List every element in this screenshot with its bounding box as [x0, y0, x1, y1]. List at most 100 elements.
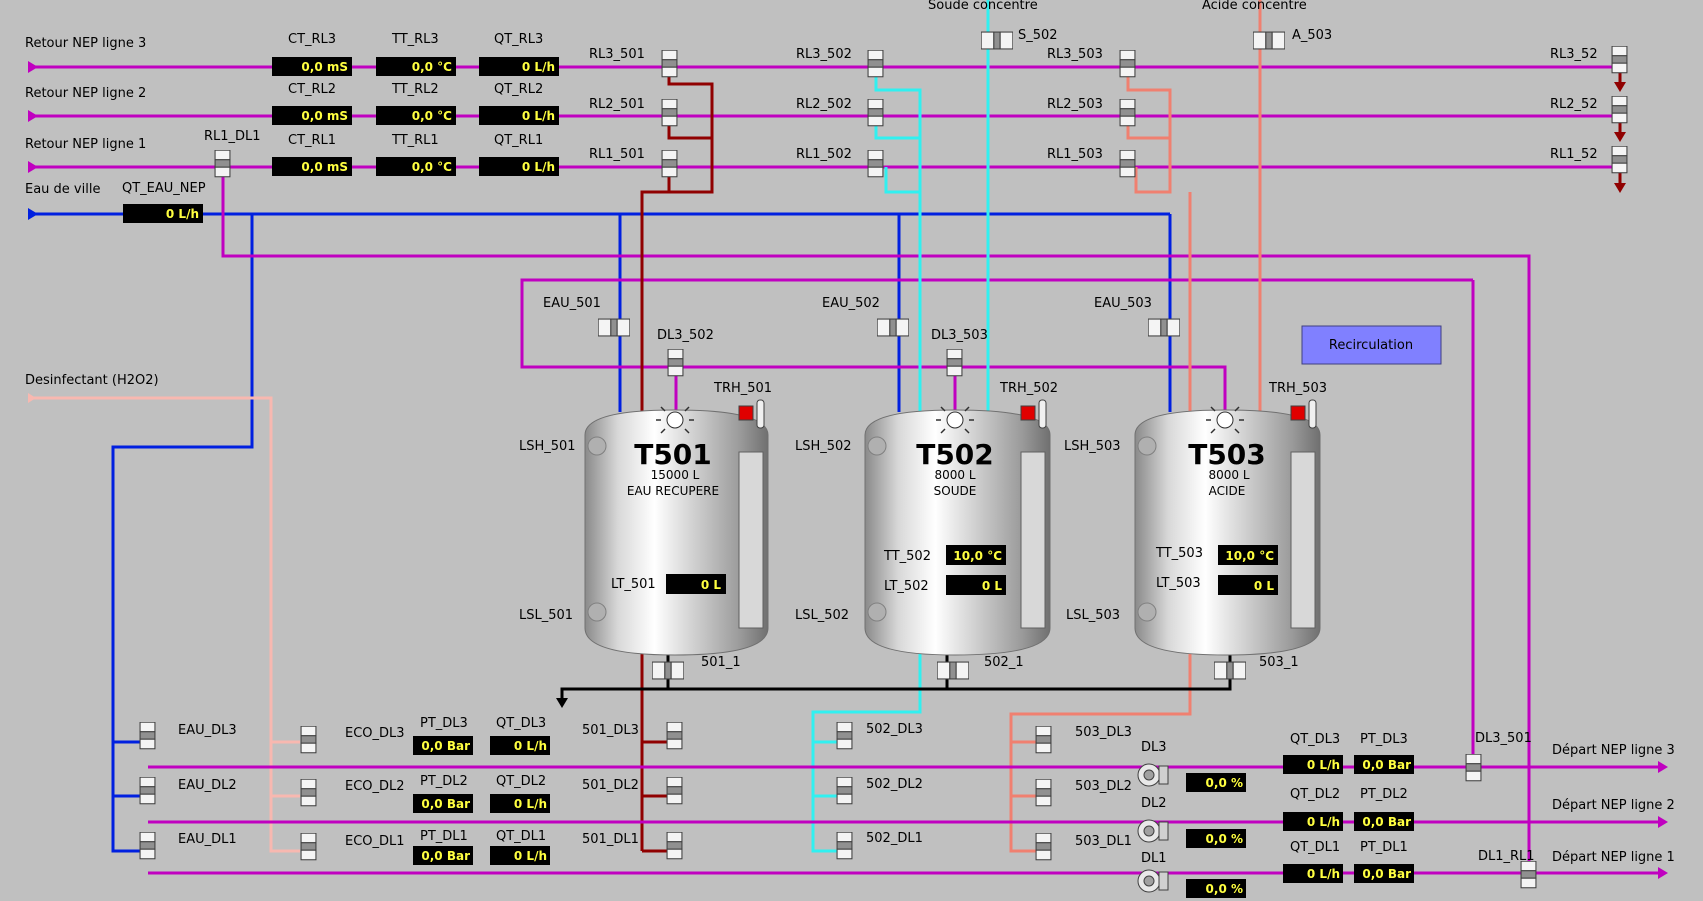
pt-dl1-value: 0,0 Bar	[421, 849, 470, 863]
pipe-recup-branches	[642, 740, 670, 853]
t503-lt-label: LT_503	[1156, 576, 1201, 591]
pt-dl2b-value: 0,0 Bar	[1362, 815, 1411, 829]
valve-503-1-label: 503_1	[1259, 655, 1299, 670]
valve-502-dl1[interactable]	[836, 832, 853, 860]
valve-eau-dl2-label: EAU_DL2	[178, 778, 237, 793]
valve-503-dl1[interactable]	[1035, 833, 1052, 861]
tt-rl3-value: 0,0 °C	[412, 60, 452, 74]
valve-eco-dl2-label: ECO_DL2	[345, 779, 405, 794]
valve-rl2-501[interactable]	[661, 99, 678, 127]
valve-eau-dl3[interactable]	[139, 722, 156, 750]
valve-dl3-501[interactable]	[1465, 754, 1482, 782]
tank-t503[interactable]: T503 8000 L ACIDE TT_503 10,0 °C LT_503 …	[1134, 399, 1321, 656]
valve-rl3-503[interactable]	[1119, 50, 1136, 78]
valve-eau-dl3-label: EAU_DL3	[178, 723, 237, 738]
t503-volume: 8000 L	[1208, 468, 1249, 482]
valve-502-1-label: 502_1	[984, 655, 1024, 670]
pump-dl3[interactable]	[1137, 763, 1169, 787]
valve-eco-dl1[interactable]	[300, 833, 317, 861]
valve-rl3-501[interactable]	[661, 50, 678, 78]
ct-rl1-label: CT_RL1	[288, 133, 336, 148]
valve-rl3-502[interactable]	[867, 50, 884, 78]
valve-501-dl3-label: 501_DL3	[582, 723, 639, 738]
pump-dl3-label: DL3	[1141, 740, 1167, 755]
pump-dl2[interactable]	[1137, 819, 1169, 843]
valve-502-1[interactable]	[937, 661, 969, 680]
t502-tt-value: 10,0 °C	[953, 549, 1002, 563]
valve-rl1-503-label: RL1_503	[1047, 147, 1103, 162]
valve-eau-501[interactable]	[598, 318, 630, 337]
qt-dl3b-value: 0 L/h	[1307, 758, 1340, 772]
pt-dl1-label: PT_DL1	[420, 829, 468, 844]
valve-501-dl2[interactable]	[666, 777, 683, 805]
pt-dl3-label: PT_DL3	[420, 716, 468, 731]
qt-dl3a-label: QT_DL3	[496, 716, 546, 731]
tank-t501[interactable]: T501 15000 L EAU RECUPERE LT_501 0 L	[584, 399, 769, 656]
valve-rl1-501[interactable]	[661, 150, 678, 178]
valve-a-503[interactable]	[1253, 31, 1285, 50]
valve-rl2-52[interactable]	[1611, 96, 1628, 124]
depart-valves: EAU_DL3 EAU_DL2 EAU_DL1 ECO_DL3 ECO_DL2 …	[139, 722, 1537, 889]
ct-rl3-label: CT_RL3	[288, 32, 336, 47]
valve-rl1-dl1[interactable]	[214, 150, 231, 178]
qt-dl3a-value: 0 L/h	[514, 739, 547, 753]
pump-dl1[interactable]	[1137, 869, 1169, 893]
valve-rl1-502[interactable]	[867, 150, 884, 178]
valve-eco-dl2[interactable]	[300, 779, 317, 807]
pt-dl1b-label: PT_DL1	[1360, 840, 1408, 855]
valve-rl1-503[interactable]	[1119, 150, 1136, 178]
valve-501-dl3[interactable]	[666, 722, 683, 750]
lsh-501-label: LSH_501	[519, 439, 576, 454]
lsl-503-label: LSL_503	[1066, 608, 1120, 623]
t503-tt-value: 10,0 °C	[1225, 549, 1274, 563]
t503-tag: T503	[1188, 438, 1266, 471]
pt-dl3b-value: 0,0 Bar	[1362, 758, 1411, 772]
valve-503-1[interactable]	[1214, 661, 1246, 680]
qt-rl3-label: QT_RL3	[494, 32, 543, 47]
valve-501-1[interactable]	[652, 661, 684, 680]
valve-dl1-rl1[interactable]	[1520, 861, 1537, 889]
ct-rl2-value: 0,0 mS	[301, 109, 348, 123]
valve-dl3-503[interactable]	[946, 349, 963, 377]
t503-lt-value: 0 L	[1254, 579, 1275, 593]
tank-t502[interactable]: T502 8000 L SOUDE TT_502 10,0 °C LT_502 …	[864, 399, 1051, 656]
valve-rl1-52[interactable]	[1611, 146, 1628, 174]
qt-dl1b-value: 0 L/h	[1307, 867, 1340, 881]
pump-dl2-value: 0,0 %	[1206, 832, 1243, 846]
valve-dl3-501-label: DL3_501	[1475, 731, 1532, 746]
valve-dl1-rl1-label: DL1_RL1	[1478, 849, 1535, 864]
valve-502-dl2[interactable]	[836, 777, 853, 805]
pt-dl1b-value: 0,0 Bar	[1362, 867, 1411, 881]
valve-501-dl1[interactable]	[666, 832, 683, 860]
pipe-recirc-loop	[520, 278, 1473, 412]
valve-dl3-502[interactable]	[667, 349, 684, 377]
trh-503-label: TRH_503	[1268, 381, 1327, 396]
qt-rl2-value: 0 L/h	[522, 109, 555, 123]
valve-rl2-52-label: RL2_52	[1550, 97, 1598, 112]
qt-dl2b-label: QT_DL2	[1290, 787, 1340, 802]
valve-eco-dl3[interactable]	[300, 726, 317, 754]
ct-rl2-label: CT_RL2	[288, 82, 336, 97]
valve-eau-502[interactable]	[877, 318, 909, 337]
valve-502-dl3[interactable]	[836, 722, 853, 750]
label-depart1: Départ NEP ligne 1	[1552, 850, 1675, 865]
valve-s-502[interactable]	[981, 31, 1013, 50]
valve-rl3-52[interactable]	[1611, 46, 1628, 74]
valve-rl2-502[interactable]	[867, 99, 884, 127]
trh-502-alarm	[1020, 405, 1036, 421]
recirculation-button[interactable]: Recirculation	[1301, 325, 1442, 365]
valve-eau-dl1[interactable]	[139, 832, 156, 860]
tt-rl2-value: 0,0 °C	[412, 109, 452, 123]
label-depart3: Départ NEP ligne 3	[1552, 743, 1675, 758]
qt-rl1-label: QT_RL1	[494, 133, 543, 148]
qt-dl1a-label: QT_DL1	[496, 829, 546, 844]
valve-rl1-502-label: RL1_502	[796, 147, 852, 162]
pumps: DL3 0,0 % DL2 0,0 % DL1 0,0 %	[1137, 740, 1246, 898]
valve-eau-dl2[interactable]	[139, 777, 156, 805]
label-acide-concentre: Acide concentre	[1202, 0, 1307, 13]
valve-503-dl3-label: 503_DL3	[1075, 725, 1132, 740]
valve-eau-503[interactable]	[1148, 318, 1180, 337]
valve-503-dl3[interactable]	[1035, 726, 1052, 754]
valve-rl2-503[interactable]	[1119, 99, 1136, 127]
valve-503-dl2[interactable]	[1035, 779, 1052, 807]
